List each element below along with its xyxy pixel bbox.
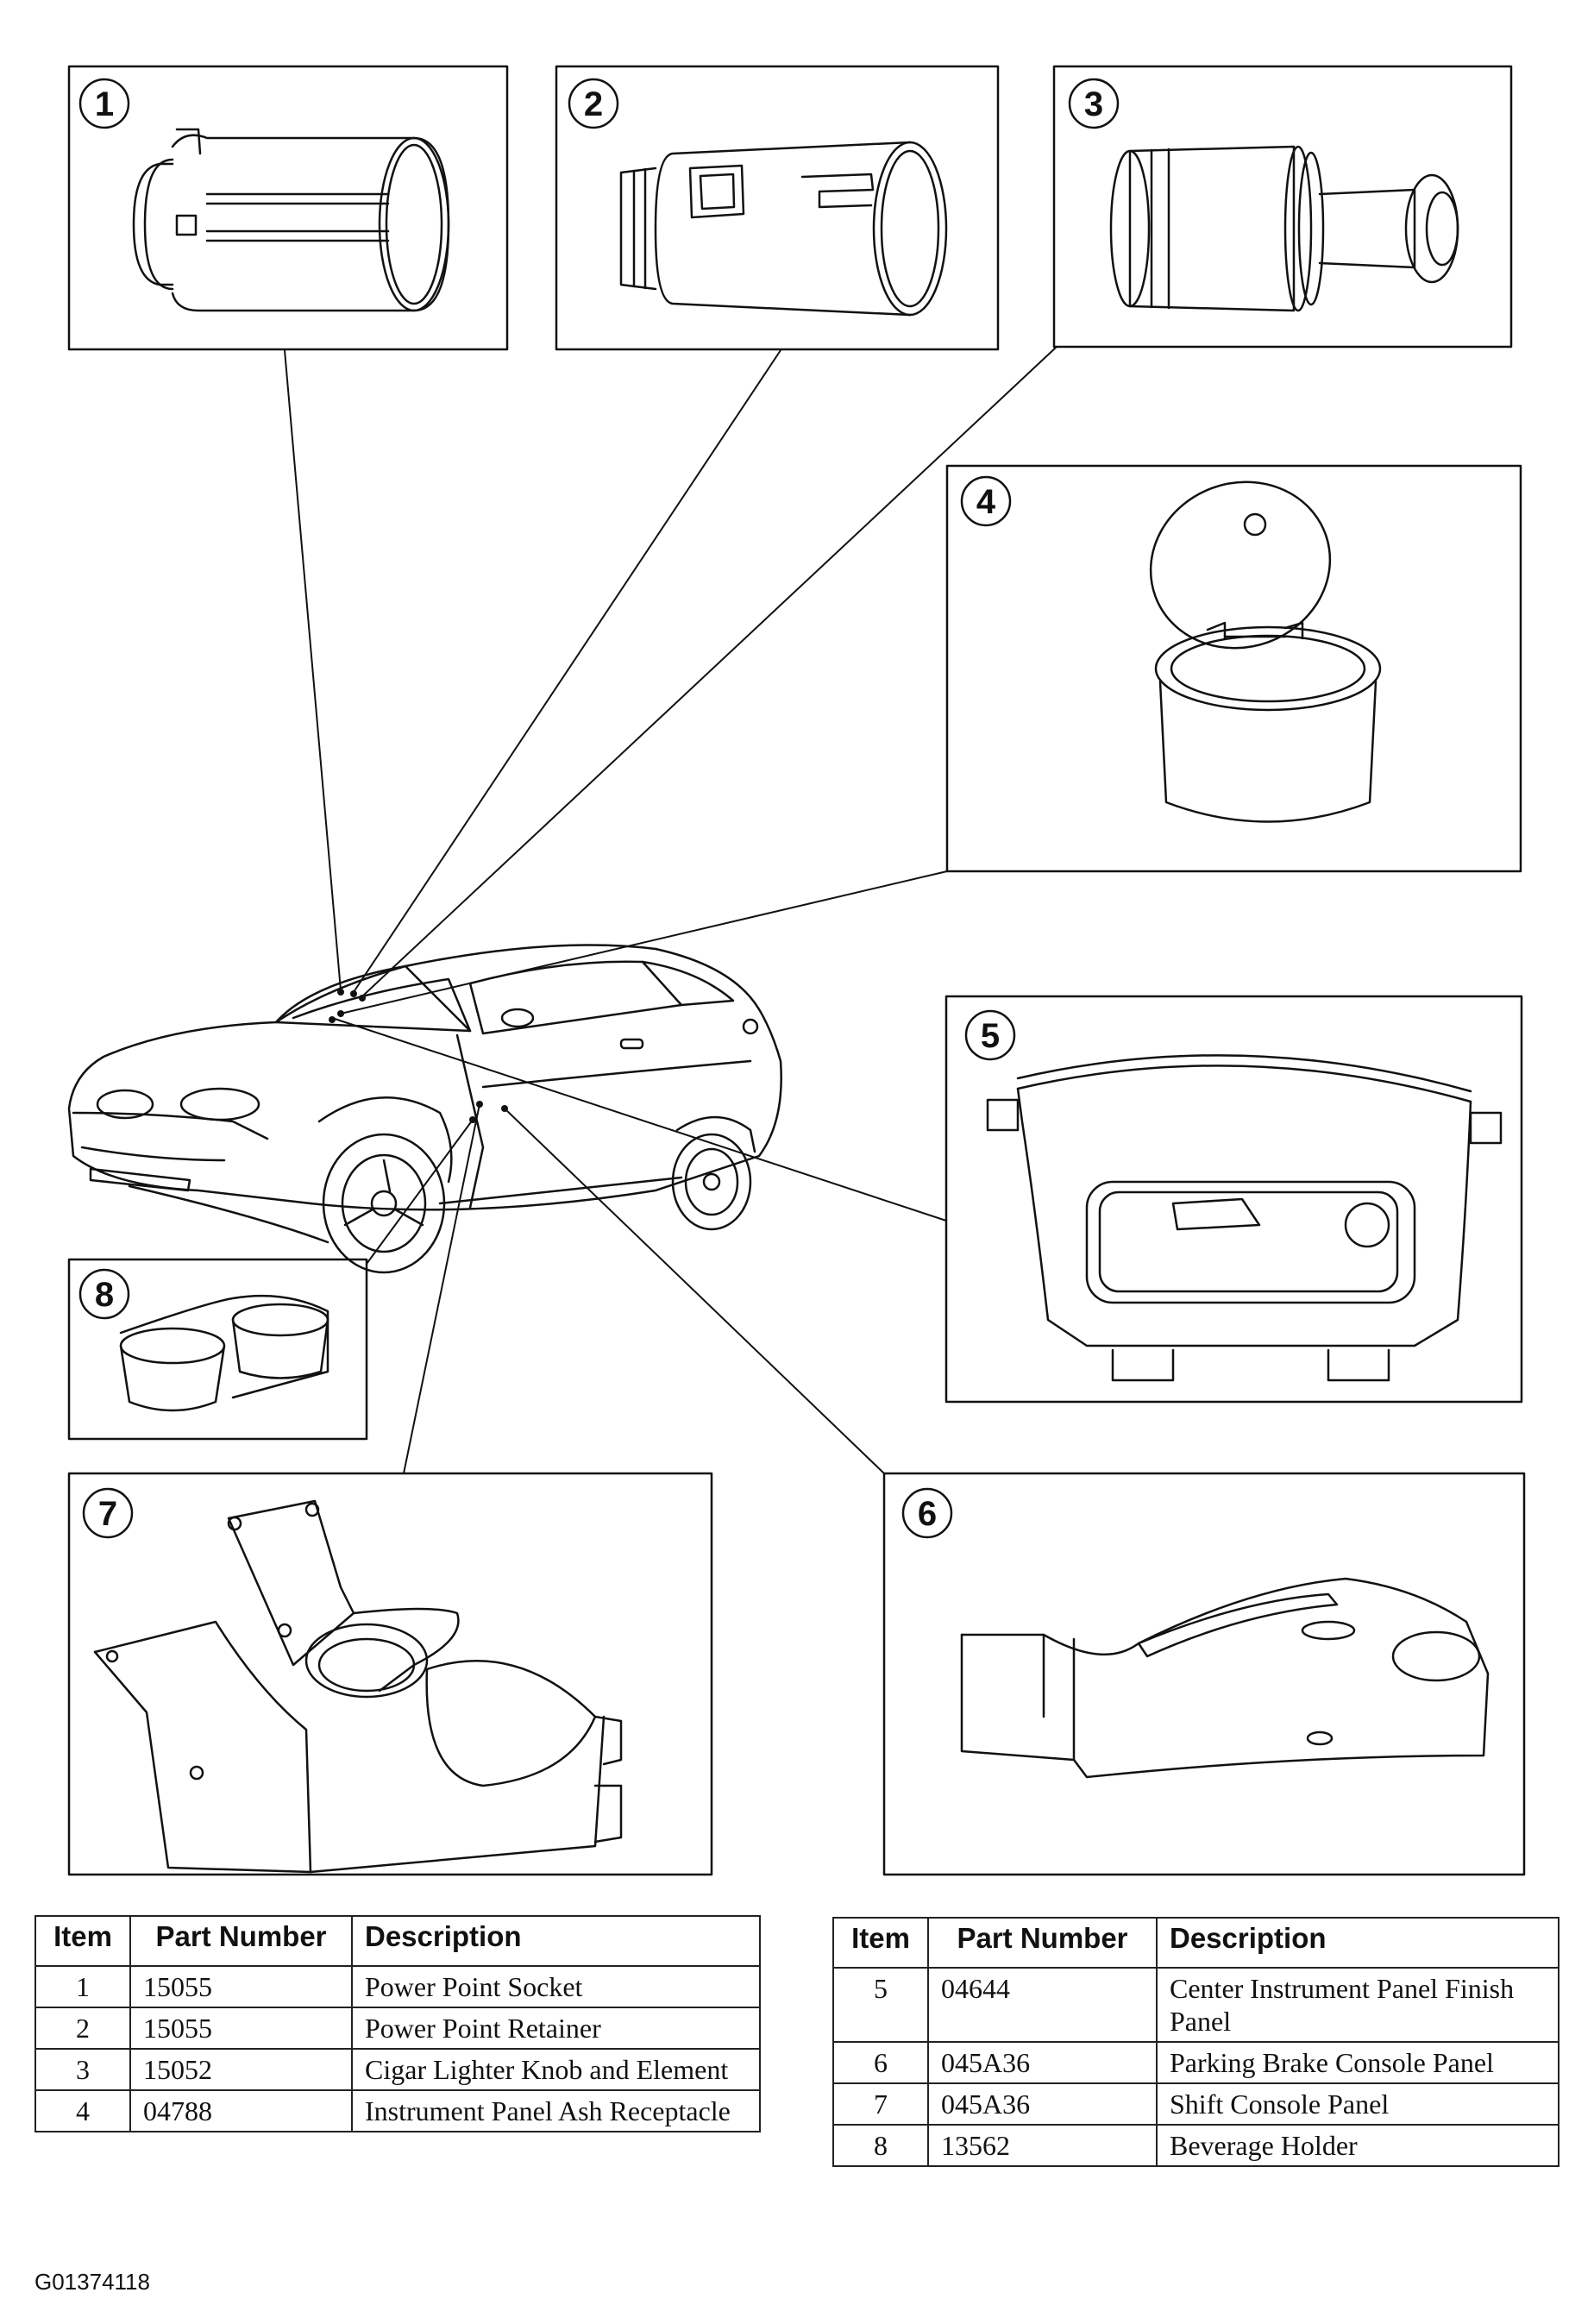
table-row: 2 15055 Power Point Retainer [35,2007,761,2050]
callout-circle-8 [78,1268,130,1320]
table-row: 8 13562 Beverage Holder [832,2124,1559,2167]
part-number-cell: 15055 [129,2007,353,2050]
header-part-number: Part Number [927,1917,1158,1969]
table-row: 7 045A36 Shift Console Panel [832,2082,1559,2126]
header-item: Item [832,1917,929,1969]
description-cell: Instrument Panel Ash Receptacle [351,2089,761,2132]
callout-circle-7 [82,1487,134,1539]
description-cell: Shift Console Panel [1156,2082,1559,2126]
table-row: 1 15055 Power Point Socket [35,1965,761,2008]
part-number-cell: 045A36 [927,2041,1158,2084]
callout-number-3: 3 [1084,85,1103,123]
table-row: 3 15052 Cigar Lighter Knob and Element [35,2048,761,2091]
header-item: Item [35,1915,131,1967]
table-row: 4 04788 Instrument Panel Ash Receptacle [35,2089,761,2132]
callout-circle-6 [901,1487,953,1539]
car-illustration [67,944,782,1274]
item-cell: 8 [832,2124,929,2167]
callout-circle-2 [568,78,619,129]
callout-number-4: 4 [976,483,996,521]
panel-5-center-finish-panel: 5 [944,995,1523,1404]
part-number-cell: 04644 [927,1967,1158,2043]
header-description: Description [351,1915,761,1967]
table-row: 5 04644 Center Instrument Panel Finish P… [832,1967,1559,2043]
description-cell: Power Point Retainer [351,2007,761,2050]
callout-circle-3 [1068,78,1120,129]
item-cell: 7 [832,2082,929,2126]
callout-number-8: 8 [95,1276,114,1314]
description-cell: Beverage Holder [1156,2124,1559,2167]
legend-header-row: Item Part Number Description [832,1917,1559,1969]
legend-table-left: Item Part Number Description 1 15055 Pow… [35,1915,761,2132]
legend-header-row: Item Part Number Description [35,1915,761,1967]
item-cell: 4 [35,2089,131,2132]
leader-lines [284,346,1057,1474]
part-number-cell: 13562 [927,2124,1158,2167]
callout-number-1: 1 [95,85,114,123]
callout-circle-1 [78,78,130,129]
panel-4-ash-receptacle: 4 [945,464,1522,873]
description-cell: Parking Brake Console Panel [1156,2041,1559,2084]
panel-7-shift-console: 7 [67,1472,713,1876]
panel-2-power-point-retainer: 2 [555,65,1000,351]
description-cell: Cigar Lighter Knob and Element [351,2048,761,2091]
callout-circle-5 [964,1009,1016,1061]
part-number-cell: 15055 [129,1965,353,2008]
callout-number-2: 2 [584,85,603,123]
item-cell: 5 [832,1967,929,2043]
callout-number-6: 6 [918,1495,937,1533]
legend-table-right: Item Part Number Description 5 04644 Cen… [832,1917,1559,2167]
item-cell: 6 [832,2041,929,2084]
header-part-number: Part Number [129,1915,353,1967]
callout-number-5: 5 [981,1017,1000,1055]
part-number-cell: 15052 [129,2048,353,2091]
item-cell: 2 [35,2007,131,2050]
description-cell: Center Instrument Panel Finish Panel [1156,1967,1559,2043]
item-cell: 3 [35,2048,131,2091]
item-cell: 1 [35,1965,131,2008]
leader-anchor-dots [329,989,508,1123]
table-row: 6 045A36 Parking Brake Console Panel [832,2041,1559,2084]
panel-3-cigar-lighter-knob: 3 [1052,65,1513,349]
header-description: Description [1156,1917,1559,1969]
part-number-cell: 04788 [129,2089,353,2132]
panel-6-parking-brake-console: 6 [882,1472,1526,1876]
callout-number-7: 7 [98,1495,117,1533]
description-cell: Power Point Socket [351,1965,761,2008]
panel-1-power-point-socket: 1 [67,65,509,351]
panel-8-beverage-holder: 8 [67,1258,368,1441]
part-number-cell: 045A36 [927,2082,1158,2126]
figure-code: G01374118 [35,2269,150,2295]
callout-circle-4 [960,475,1012,527]
